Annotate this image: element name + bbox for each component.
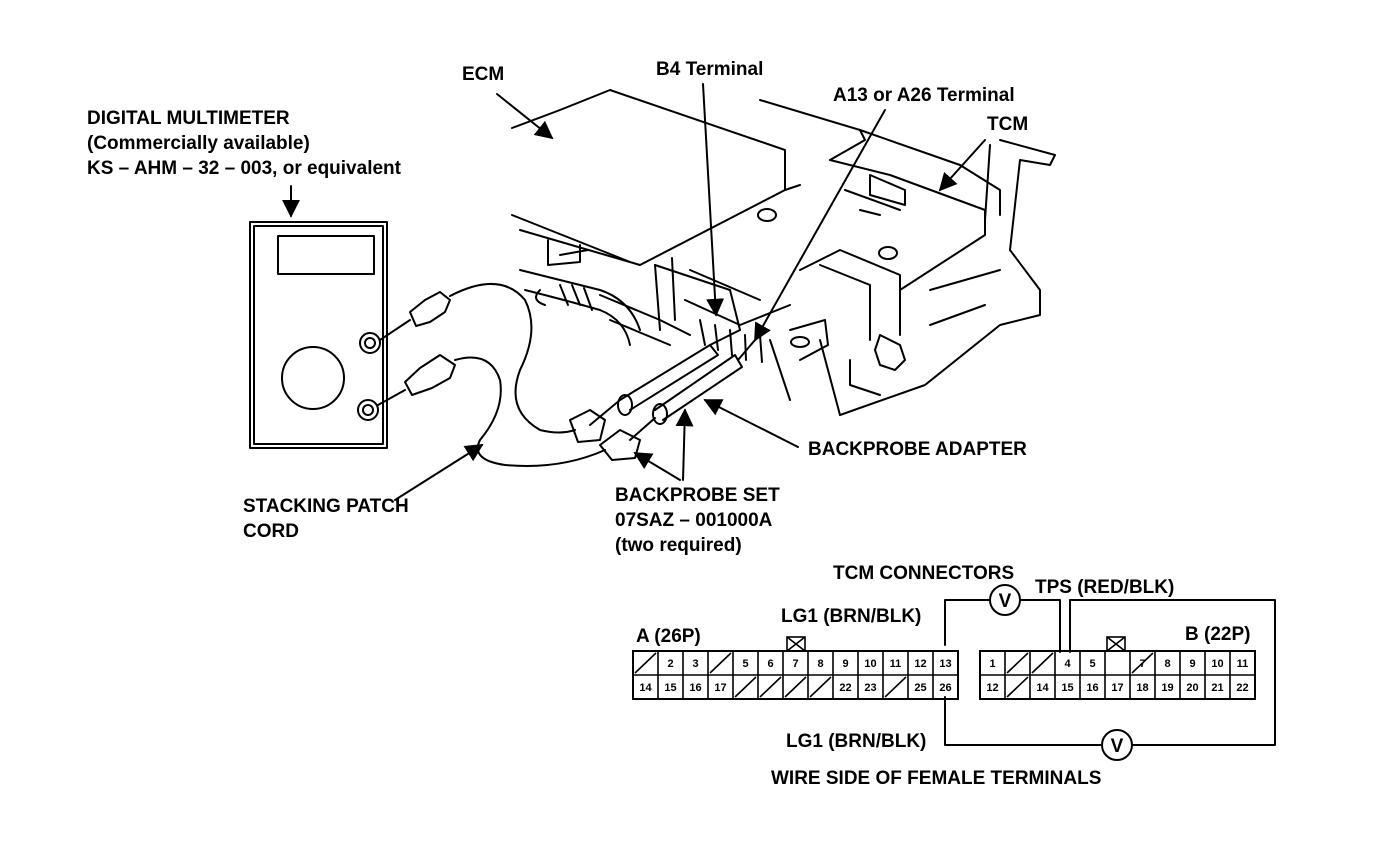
connector-b-pin-4: 4	[1064, 658, 1071, 670]
connector-a-pin-16: 16	[689, 682, 701, 694]
connector-b-pin-15: 15	[1061, 682, 1073, 694]
digital-multimeter	[249, 221, 388, 449]
backprobe-set-note: (two required)	[615, 535, 742, 556]
connector-a-pin-11: 11	[890, 658, 902, 670]
connector-b-pin-18: 18	[1136, 682, 1148, 694]
connector-a-pin-15: 15	[664, 682, 676, 694]
connector-b-pin-12: 12	[986, 682, 998, 694]
a13-a26-terminal-label: A13 or A26 Terminal	[833, 85, 1015, 106]
stacking-patch-cords	[377, 283, 656, 467]
tcm-label: TCM	[987, 114, 1029, 135]
connector-b-pin-1: 1	[989, 658, 995, 670]
connector-a-pin-8: 8	[817, 658, 823, 670]
b4-terminal-label: B4 Terminal	[656, 59, 764, 80]
test-circuit-wires	[944, 599, 1276, 746]
connector-a-pin-23: 23	[864, 682, 876, 694]
backprobe-set-part-number: 07SAZ – 001000A	[615, 510, 773, 531]
stacking-patch-cord-label-2: CORD	[243, 521, 299, 542]
connector-a-pin-14: 14	[639, 682, 652, 694]
stacking-patch-cord-label-1: STACKING PATCH	[243, 496, 409, 517]
multimeter-title: DIGITAL MULTIMETER	[87, 108, 290, 129]
voltmeter-symbol-bottom	[1101, 729, 1133, 761]
connector-a-pin-10: 10	[864, 658, 876, 670]
connector-a-label: A (26P)	[636, 626, 701, 647]
connector-a-pin-6: 6	[767, 658, 773, 670]
connector-b-pin-21: 21	[1211, 682, 1223, 694]
voltmeter-label-top: V	[999, 591, 1012, 612]
lg1-top-label: LG1 (BRN/BLK)	[781, 606, 922, 627]
connector-a-pin-12: 12	[914, 658, 926, 670]
connector-a-pin-2: 2	[667, 658, 673, 670]
backprobe-probes	[617, 329, 756, 425]
connector-a-pin-9: 9	[842, 658, 848, 670]
voltmeter-label-bottom: V	[1111, 736, 1124, 757]
connector-b-pin-14: 14	[1036, 682, 1049, 694]
multimeter-part-number: KS – AHM – 32 – 003, or equivalent	[87, 158, 401, 179]
connector-b-grid	[979, 636, 1256, 700]
ecm-label: ECM	[462, 64, 505, 85]
wire-side-caption: WIRE SIDE OF FEMALE TERMINALS	[771, 768, 1102, 789]
connector-a-grid	[632, 636, 959, 700]
connector-b-label: B (22P)	[1185, 624, 1251, 645]
connector-b-pin-10: 10	[1211, 658, 1223, 670]
connector-b-pin-20: 20	[1186, 682, 1198, 694]
ecm-unit	[511, 89, 801, 266]
connector-a-pin-5: 5	[742, 658, 748, 670]
connector-a-pin-3: 3	[692, 658, 698, 670]
connector-a-pin-7: 7	[792, 658, 798, 670]
multimeter-availability: (Commercially available)	[87, 133, 310, 154]
lg1-bottom-label: LG1 (BRN/BLK)	[786, 731, 927, 752]
connector-b-pin-19: 19	[1161, 682, 1173, 694]
tcm-unit	[759, 99, 1056, 416]
connector-b-pin-16: 16	[1086, 682, 1098, 694]
backprobe-set-label: BACKPROBE SET	[615, 485, 780, 506]
backprobe-adapter-label: BACKPROBE ADAPTER	[808, 439, 1027, 460]
connector-b-pin-5: 5	[1089, 658, 1095, 670]
wire-harness	[519, 269, 691, 346]
connector-a-pin-22: 22	[839, 682, 851, 694]
connector-a-pin-25: 25	[914, 682, 926, 694]
connector-b-pin-9: 9	[1189, 658, 1195, 670]
connector-a-pin-17: 17	[714, 682, 726, 694]
connector-a-pin-26: 26	[939, 682, 951, 694]
connector-b-pin-8: 8	[1164, 658, 1170, 670]
ecm-connector	[654, 257, 791, 401]
connector-b-pin-7: 7	[1139, 658, 1145, 670]
connector-b-pin-17: 17	[1111, 682, 1123, 694]
connector-b-pin-22: 22	[1236, 682, 1248, 694]
voltmeter-symbol-top	[989, 584, 1021, 616]
tcm-connectors-title: TCM CONNECTORS	[833, 563, 1015, 584]
tps-label: TPS (RED/BLK)	[1035, 577, 1175, 598]
leader-arrows	[282, 83, 986, 501]
connector-b-pin-11: 11	[1237, 658, 1249, 670]
connector-a-pin-13: 13	[939, 658, 951, 670]
